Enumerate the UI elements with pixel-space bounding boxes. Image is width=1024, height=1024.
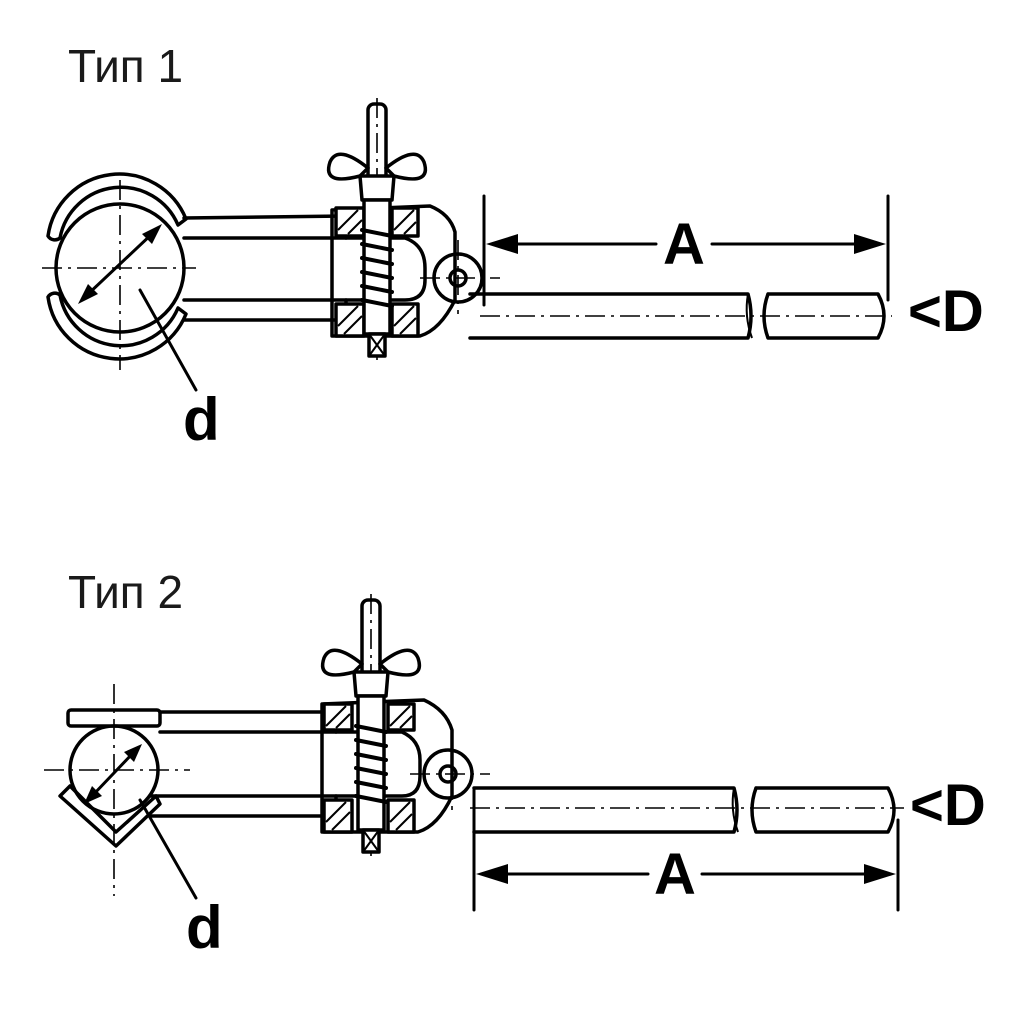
type2-diameter-arrow <box>84 744 198 900</box>
type2-pivot <box>410 736 490 810</box>
type2-label-d-max: <D <box>910 773 986 838</box>
type2-spring <box>354 724 388 804</box>
type1-jaws <box>46 172 348 361</box>
type2-figure: Тип 2 d <box>44 566 986 961</box>
type1-title: Тип 1 <box>68 40 183 92</box>
type1-rod <box>468 292 892 340</box>
type1-dimension-a <box>482 194 890 307</box>
type1-spring <box>360 228 394 308</box>
type2-clamp-body <box>320 698 454 834</box>
type1-wing-screw <box>326 98 428 360</box>
type1-pivot <box>420 240 500 314</box>
type2-dimension-a <box>472 788 900 912</box>
type2-label-a: A <box>654 842 696 907</box>
type1-label-d: d <box>183 386 220 453</box>
type2-title: Тип 2 <box>68 566 183 618</box>
type2-jaws <box>58 708 338 848</box>
type1-figure: Тип 1 d <box>42 40 984 453</box>
type2-rod <box>470 786 904 834</box>
type2-label-d: d <box>186 894 223 961</box>
type1-clamp-body <box>330 204 457 338</box>
type1-label-a: A <box>663 212 705 277</box>
type2-wing-screw <box>320 594 422 856</box>
type1-label-d-max: <D <box>908 279 984 344</box>
type1-diameter-arrow <box>78 224 198 392</box>
